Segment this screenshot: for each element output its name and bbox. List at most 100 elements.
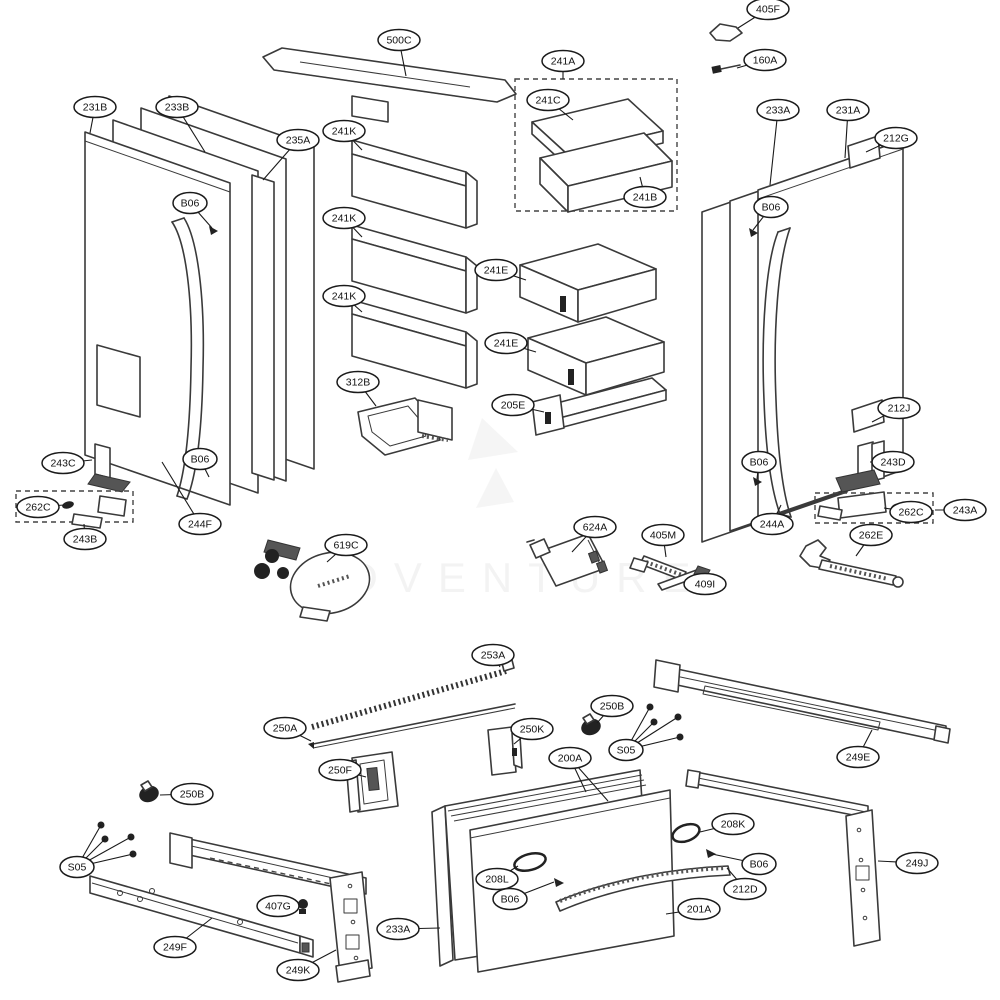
part-callout-262c: 262C — [889, 500, 933, 524]
part-callout-619c: 619C — [324, 533, 368, 557]
icebox-assembly-241a — [514, 78, 678, 213]
part-callout-241b: 241B — [623, 185, 667, 209]
svg-text:233A: 233A — [766, 105, 791, 117]
left-door-assembly — [84, 95, 315, 506]
svg-text:243B: 243B — [73, 534, 98, 546]
part-callout-250f: 250F — [318, 758, 362, 782]
part-callout-233b: 233B — [155, 95, 199, 119]
gasket-208k — [671, 822, 701, 844]
part-callout-409i: 409I — [683, 572, 727, 596]
part-callout-244f: 244F — [178, 512, 222, 536]
part-callout-b06: B06 — [741, 450, 777, 474]
toothed-strip-253a — [311, 659, 515, 730]
part-callout-b06: B06 — [492, 887, 528, 911]
part-callout-241k: 241K — [322, 119, 366, 143]
part-callout-249k: 249K — [276, 958, 320, 982]
part-callout-235a: 235A — [276, 128, 320, 152]
part-callout-250k: 250K — [510, 717, 554, 741]
rod-250a — [308, 703, 516, 749]
svg-text:262C: 262C — [898, 507, 924, 519]
part-callout-241e: 241E — [474, 258, 518, 282]
drawer-front-201a — [469, 789, 675, 973]
svg-text:409I: 409I — [695, 579, 715, 591]
part-callout-312b: 312B — [336, 370, 380, 394]
svg-text:250K: 250K — [520, 724, 545, 736]
part-callout-b06: B06 — [172, 191, 208, 215]
watermark-logo: ADVENTURE — [303, 418, 691, 601]
svg-text:B06: B06 — [501, 894, 520, 906]
part-callout-233a: 233A — [756, 98, 800, 122]
svg-text:B06: B06 — [750, 859, 769, 871]
svg-text:241B: 241B — [633, 192, 658, 204]
svg-text:241E: 241E — [484, 265, 509, 277]
right-door-assembly — [701, 135, 904, 543]
part-callout-243b: 243B — [63, 527, 107, 551]
knob-250b-right — [581, 713, 601, 736]
top-bracket-500c — [262, 47, 517, 123]
svg-text:241C: 241C — [535, 95, 561, 107]
svg-text:233A: 233A — [386, 924, 411, 936]
part-callout-243a: 243A — [943, 498, 987, 522]
pump-619c — [254, 539, 371, 622]
part-callout-249f: 249F — [153, 935, 197, 959]
part-callout-212j: 212J — [877, 396, 921, 420]
strip-405m — [629, 555, 687, 581]
svg-text:249F: 249F — [163, 942, 187, 954]
svg-text:249K: 249K — [286, 965, 311, 977]
knob-250b-left — [139, 780, 159, 803]
svg-text:208K: 208K — [721, 819, 746, 831]
svg-text:312B: 312B — [346, 377, 371, 389]
svg-text:212G: 212G — [883, 133, 909, 145]
svg-text:212J: 212J — [888, 403, 911, 415]
part-callout-208l: 208L — [475, 867, 519, 891]
part-callout-243c: 243C — [41, 451, 85, 475]
screws-s05-right — [646, 703, 684, 741]
svg-text:243A: 243A — [953, 505, 978, 517]
part-callout-405m: 405M — [641, 523, 685, 547]
svg-text:249E: 249E — [846, 752, 871, 764]
handle-212d — [555, 865, 731, 912]
svg-text:212D: 212D — [732, 884, 758, 896]
part-callout-243d: 243D — [871, 450, 915, 474]
svg-text:405F: 405F — [756, 4, 780, 16]
svg-text:235A: 235A — [286, 135, 311, 147]
part-callout-253a: 253A — [471, 643, 515, 667]
svg-text:241E: 241E — [494, 338, 519, 350]
svg-text:231A: 231A — [836, 105, 861, 117]
svg-text:262C: 262C — [25, 502, 51, 514]
rail-205e — [531, 377, 667, 436]
part-callout-249j: 249J — [895, 851, 939, 875]
part-callout-231b: 231B — [73, 95, 117, 119]
screw-160a — [711, 64, 741, 74]
rail-top-right-bottom-section — [685, 769, 869, 819]
part-callout-200a: 200A — [548, 746, 592, 770]
svg-text:B06: B06 — [750, 457, 769, 469]
svg-text:241K: 241K — [332, 126, 357, 138]
svg-text:243D: 243D — [880, 457, 906, 469]
svg-text:262E: 262E — [859, 530, 884, 542]
svg-text:231B: 231B — [83, 102, 108, 114]
svg-text:250A: 250A — [273, 723, 298, 735]
svg-text:B06: B06 — [762, 202, 781, 214]
bracket-250f — [345, 751, 399, 813]
svg-text:619C: 619C — [333, 540, 359, 552]
svg-text:S05: S05 — [68, 862, 87, 874]
part-callout-244a: 244A — [750, 512, 794, 536]
part-callout-624a: 624A — [573, 515, 617, 539]
svg-text:205E: 205E — [501, 400, 526, 412]
part-callout-b06: B06 — [753, 195, 789, 219]
part-callout-262c: 262C — [16, 495, 60, 519]
svg-text:243C: 243C — [50, 458, 76, 470]
svg-text:249J: 249J — [906, 858, 929, 870]
part-callout-233a: 233A — [376, 917, 420, 941]
part-callout-249e: 249E — [836, 745, 880, 769]
svg-text:250B: 250B — [600, 701, 625, 713]
door-basket-241k-2 — [351, 224, 478, 314]
part-callout-s05: S05 — [59, 855, 95, 879]
bracket-249k — [329, 871, 373, 983]
svg-text:624A: 624A — [583, 522, 608, 534]
svg-text:500C: 500C — [386, 35, 412, 47]
svg-text:407G: 407G — [265, 901, 291, 913]
